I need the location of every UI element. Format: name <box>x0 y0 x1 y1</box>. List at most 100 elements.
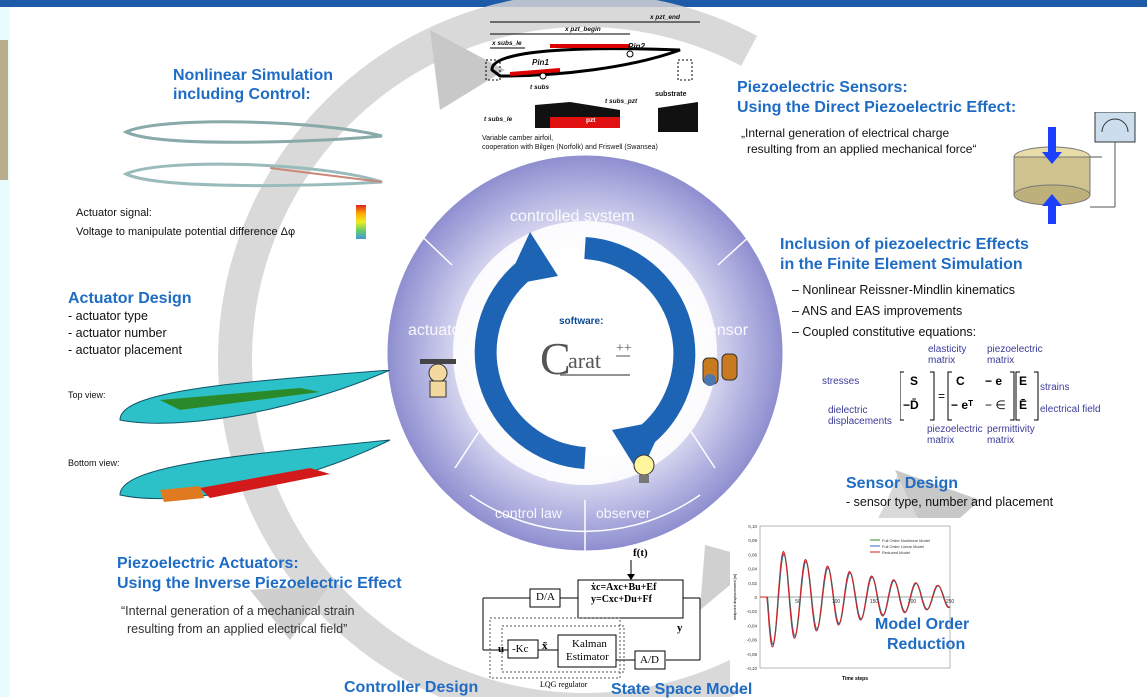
chart-x-tick-label: 100 <box>832 599 841 605</box>
actuator-item-placement: - actuator placement <box>68 343 182 357</box>
ring-controlled-system: controlled system <box>510 208 635 225</box>
label-t-subs-le: t subs_le <box>484 116 513 123</box>
svg-text:++: ++ <box>616 341 632 356</box>
chart-legend-label: Reduced Model <box>882 550 910 555</box>
airfoil-caption-2: cooperation with Bilgen (Norfolk) and Fr… <box>482 144 658 151</box>
eq-E: E <box>1019 374 1028 388</box>
eq-D: −D̄ <box>903 398 919 412</box>
actuator-signal-label: Actuator signal: <box>76 207 152 219</box>
chart-x-tick-label: 150 <box>870 599 879 605</box>
ring-controller: controller <box>546 468 612 485</box>
chart-y-tick-label: -0,04 <box>747 623 758 628</box>
gray-cycle-arrow <box>218 0 952 697</box>
label-x-subs-le: x subs_le <box>492 40 522 47</box>
actuator-item-type: - actuator type <box>68 309 148 323</box>
label-x-pzt-end: x pzt_end <box>650 14 680 21</box>
inclusion-bullet-2: – ANS and EAS improvements <box>792 304 963 318</box>
actuator-design-title: Actuator Design <box>68 290 192 307</box>
eq-eps: − ∈ <box>985 398 1006 412</box>
airfoil-diagram <box>485 21 700 132</box>
chart-x-axis-label: Time steps <box>842 676 868 682</box>
gray-arrowhead-top <box>430 30 505 110</box>
label-piezoelectric-bottom: piezoelectric matrix <box>927 424 983 446</box>
label-strains: strains <box>1040 382 1070 393</box>
sensor-design-desc: - sensor type, number and placement <box>846 495 1054 509</box>
chart-y-tick-label: 0,08 <box>748 538 757 543</box>
software-label: software: <box>559 316 604 327</box>
sensors-quote-1: „Internal generation of electrical charg… <box>741 126 950 140</box>
color-scale <box>356 205 366 239</box>
chart-x-tick-label: 200 <box>908 599 917 605</box>
sensors-title-2: Using the Direct Piezoelectric Effect: <box>737 99 1017 116</box>
ss-xhat: x̃ <box>542 640 548 652</box>
inverse-title-2: Using the Inverse Piezoelectric Effect <box>117 575 402 592</box>
chart-y-tick-label: 0,10 <box>748 524 757 529</box>
chart-y-tick-label: 0,06 <box>748 552 757 557</box>
ss-u: u <box>498 643 505 655</box>
chart-y-tick-label: 0,04 <box>748 567 757 572</box>
chart-x-tick-label: 50 <box>795 599 801 605</box>
state-space-block-diagram <box>482 560 701 679</box>
label-piezoelectric-top: piezoelectric matrix <box>987 344 1043 366</box>
gray-arrowhead-left <box>250 585 330 640</box>
label-dielectric: dielectric displacements <box>828 405 892 427</box>
chart-y-tick-label: -0,06 <box>747 638 758 643</box>
label-elasticity: elasticity matrix <box>928 344 967 366</box>
chart-legend-label: Full Order Nonlinear Model <box>882 538 930 543</box>
sensors-title-1: Piezoelectric Sensors: <box>737 79 908 96</box>
ss-kalman-2: Estimator <box>566 651 609 663</box>
chart-y-tick-label: -0,10 <box>747 666 758 671</box>
label-pin2: Pin2 <box>628 42 645 51</box>
carat-logo: C arat ++ <box>538 333 638 384</box>
label-stresses: stresses <box>822 376 860 387</box>
inverse-quote-1: “Internal generation of a mechanical str… <box>121 604 355 618</box>
strongman-icon <box>418 355 458 399</box>
label-t-subs: t subs <box>530 84 550 91</box>
chart-legend-label: Full Order Linear Model <box>882 544 924 549</box>
gray-arrowhead-right <box>895 470 980 545</box>
nonlinear-sim-title-1: Nonlinear Simulation <box>173 67 334 84</box>
label-x-pzt-begin: x pzt_begin <box>565 26 601 33</box>
ss-eq1: ẋc=Axc+Bu+Ef <box>591 582 657 593</box>
inclusion-bullet-3: – Coupled constitutive equations: <box>792 325 977 339</box>
blue-arrow-left <box>474 257 586 469</box>
ring-sensor: sensor <box>700 322 749 339</box>
left-strip <box>0 7 10 697</box>
piezo-cylinder-illustration <box>1013 112 1136 224</box>
actuator-signal-desc: Voltage to manipulate potential differen… <box>76 226 296 238</box>
model-order-title-2: Reduction <box>887 636 966 653</box>
chart-y-axis-label: midpoint displacement [m] <box>732 574 737 620</box>
svg-text:arat: arat <box>568 348 601 373</box>
label-pin1: Pin1 <box>532 58 549 67</box>
top-view-label: Top view: <box>68 390 106 400</box>
chart-series-line <box>760 550 951 648</box>
ss-eq2: y=Cxc+Du+Ff <box>591 594 652 605</box>
ss-y: y <box>677 622 683 634</box>
ss-ad: A/D <box>640 654 659 666</box>
chart-y-tick-label: -0,08 <box>747 652 758 657</box>
airfoil-fe-mesh-views <box>119 370 391 502</box>
chart-y-tick-label: 0,02 <box>748 581 757 586</box>
nonlinear-sim-title-2: including Control: <box>173 86 311 103</box>
chart-x-tick-label: 250 <box>946 599 955 605</box>
inverse-quote-2: resulting from an applied electrical fie… <box>127 622 348 636</box>
inclusion-title-2: in the Finite Element Simulation <box>780 256 1023 273</box>
inclusion-bullet-1: – Nonlinear Reissner-Mindlin kinematics <box>792 283 1016 297</box>
label-pzt: pzt <box>586 117 596 124</box>
sensors-quote-2: resulting from an applied mechanical for… <box>747 142 977 156</box>
lightbulb-icon <box>630 452 658 488</box>
svg-text:=: = <box>938 389 945 403</box>
eq-Ebar: Ē <box>1019 398 1028 412</box>
inclusion-title-1: Inclusion of piezoelectric Effects <box>780 236 1029 253</box>
controller-design-title: Controller Design <box>344 679 479 696</box>
chart-y-tick-label: -0,02 <box>747 609 758 614</box>
ring-observer: observer <box>596 505 651 521</box>
eq-eT: − eᵀ <box>951 398 974 412</box>
model-order-title-1: Model Order <box>875 616 970 633</box>
binoculars-icon <box>700 350 742 386</box>
inverse-title-1: Piezoelectric Actuators: <box>117 555 299 572</box>
ss-kalman-1: Kalman <box>572 638 607 650</box>
left-photo-strip <box>0 40 8 180</box>
label-t-subs-pzt: t subs_pzt <box>605 98 638 105</box>
ring-control-law: control law <box>495 505 562 521</box>
